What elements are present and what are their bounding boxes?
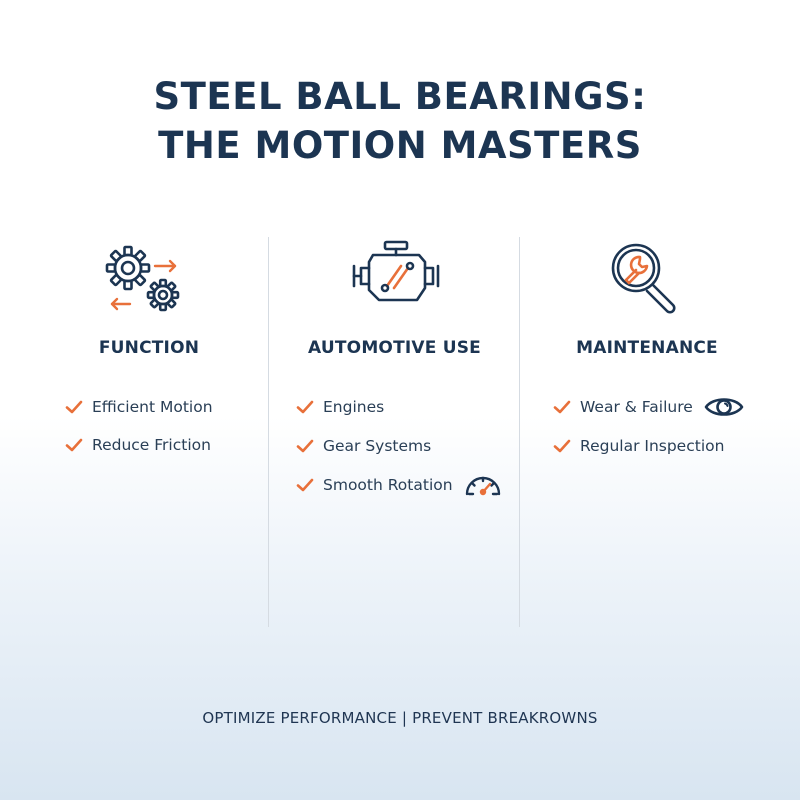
check-icon [296,478,314,492]
item-label: Efficient Motion [92,398,213,416]
title-line-2: THE MOTION MASTERS [158,124,642,167]
page-title: STEEL BALL BEARINGS: THE MOTION MASTERS [0,72,800,170]
maintenance-list: Wear & Failure Regular Inspection [553,395,745,473]
list-item: Reduce Friction [65,433,213,457]
magnifier-wrench-icon [606,238,686,322]
automotive-list: Engines Gear Systems Smooth Rotation [296,395,503,512]
check-icon [65,400,83,414]
list-item: Gear Systems [296,434,503,458]
item-label: Regular Inspection [580,437,725,455]
list-item: Engines [296,395,503,419]
item-label: Smooth Rotation [323,476,453,494]
gears-icon [100,238,190,322]
check-icon [296,400,314,414]
item-label: Reduce Friction [92,436,211,454]
function-heading: FUNCTION [98,338,200,358]
speedometer-icon [465,476,500,496]
function-column: FUNCTION Efficient Motion Reduce Frictio… [30,238,268,618]
check-icon [65,438,83,452]
automotive-column: AUTOMOTIVE USE Engines Gear Systems Smoo… [270,238,519,618]
check-icon [553,439,571,453]
list-item: Smooth Rotation [296,473,503,497]
item-label: Wear & Failure [580,398,693,416]
item-label: Engines [323,398,385,416]
item-label: Gear Systems [323,437,432,455]
list-item: Wear & Failure [553,395,745,419]
footer-tagline: OPTIMIZE PERFORMANCE | PREVENT BREAKROWN… [202,709,598,727]
check-icon [553,400,571,414]
column-divider [519,237,520,627]
engine-icon [349,238,441,314]
automotive-heading: AUTOMOTIVE USE [308,338,481,358]
check-icon [296,439,314,453]
title-line-1: STEEL BALL BEARINGS: [153,75,647,118]
function-list: Efficient Motion Reduce Friction [65,395,213,471]
list-item: Efficient Motion [65,395,213,419]
maintenance-heading: MAINTENANCE [576,338,718,358]
maintenance-column: MAINTENANCE Wear & Failure Regular Inspe… [521,238,773,618]
eye-icon [704,398,744,416]
list-item: Regular Inspection [553,434,745,458]
column-divider [268,237,269,627]
